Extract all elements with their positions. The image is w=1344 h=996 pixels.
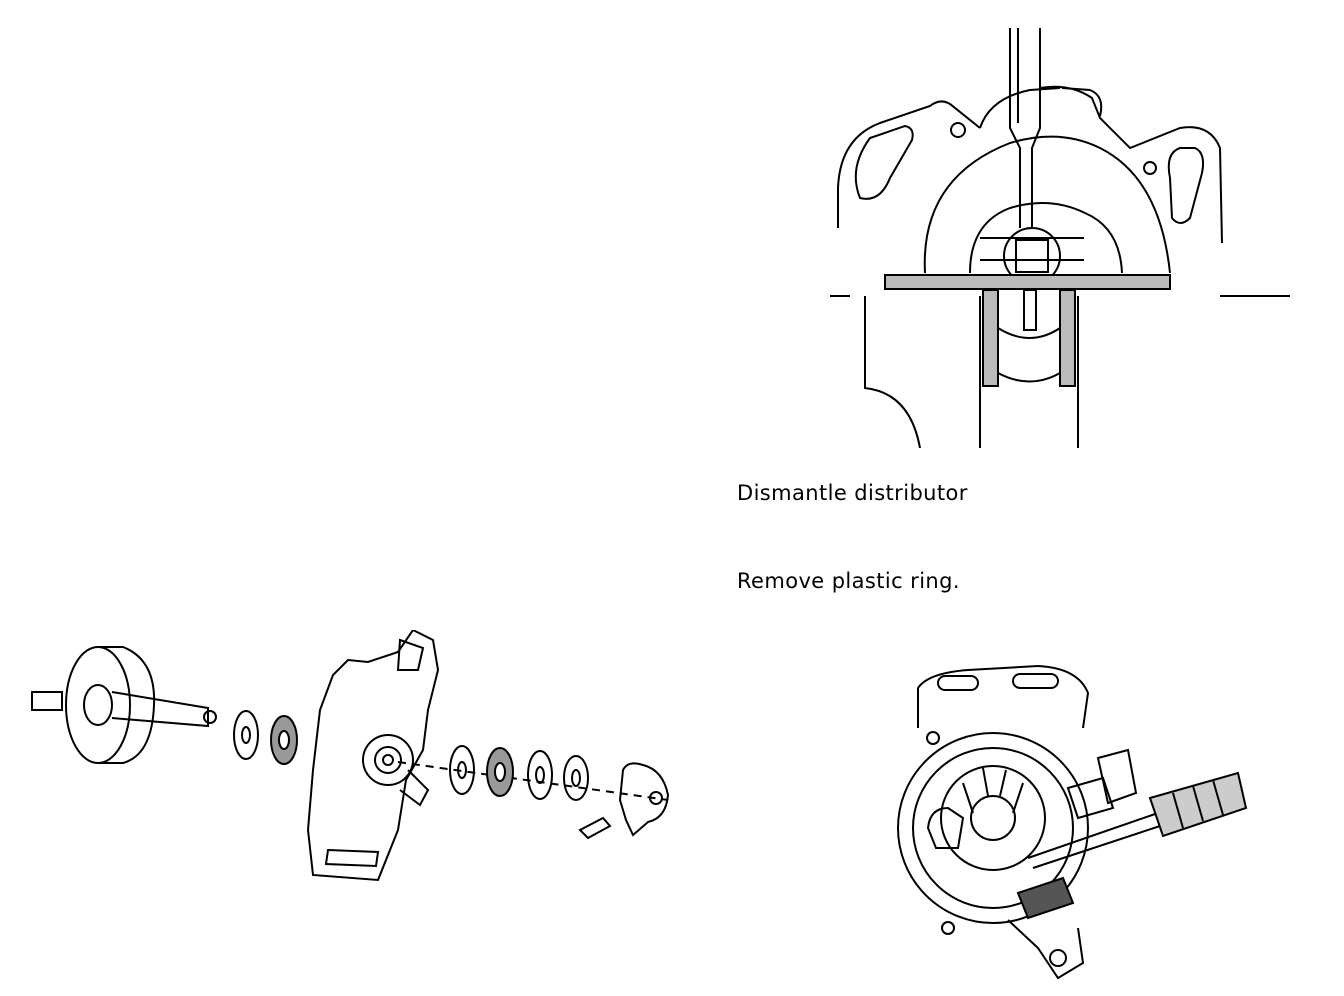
plastic-ring-removal-figure xyxy=(830,28,1300,450)
instruction-text: Remove plastic ring. xyxy=(737,569,960,593)
exploded-view-figure xyxy=(28,630,678,890)
section-heading: Dismantle distributor xyxy=(737,481,968,505)
rotor-removal-figure xyxy=(888,658,1248,988)
